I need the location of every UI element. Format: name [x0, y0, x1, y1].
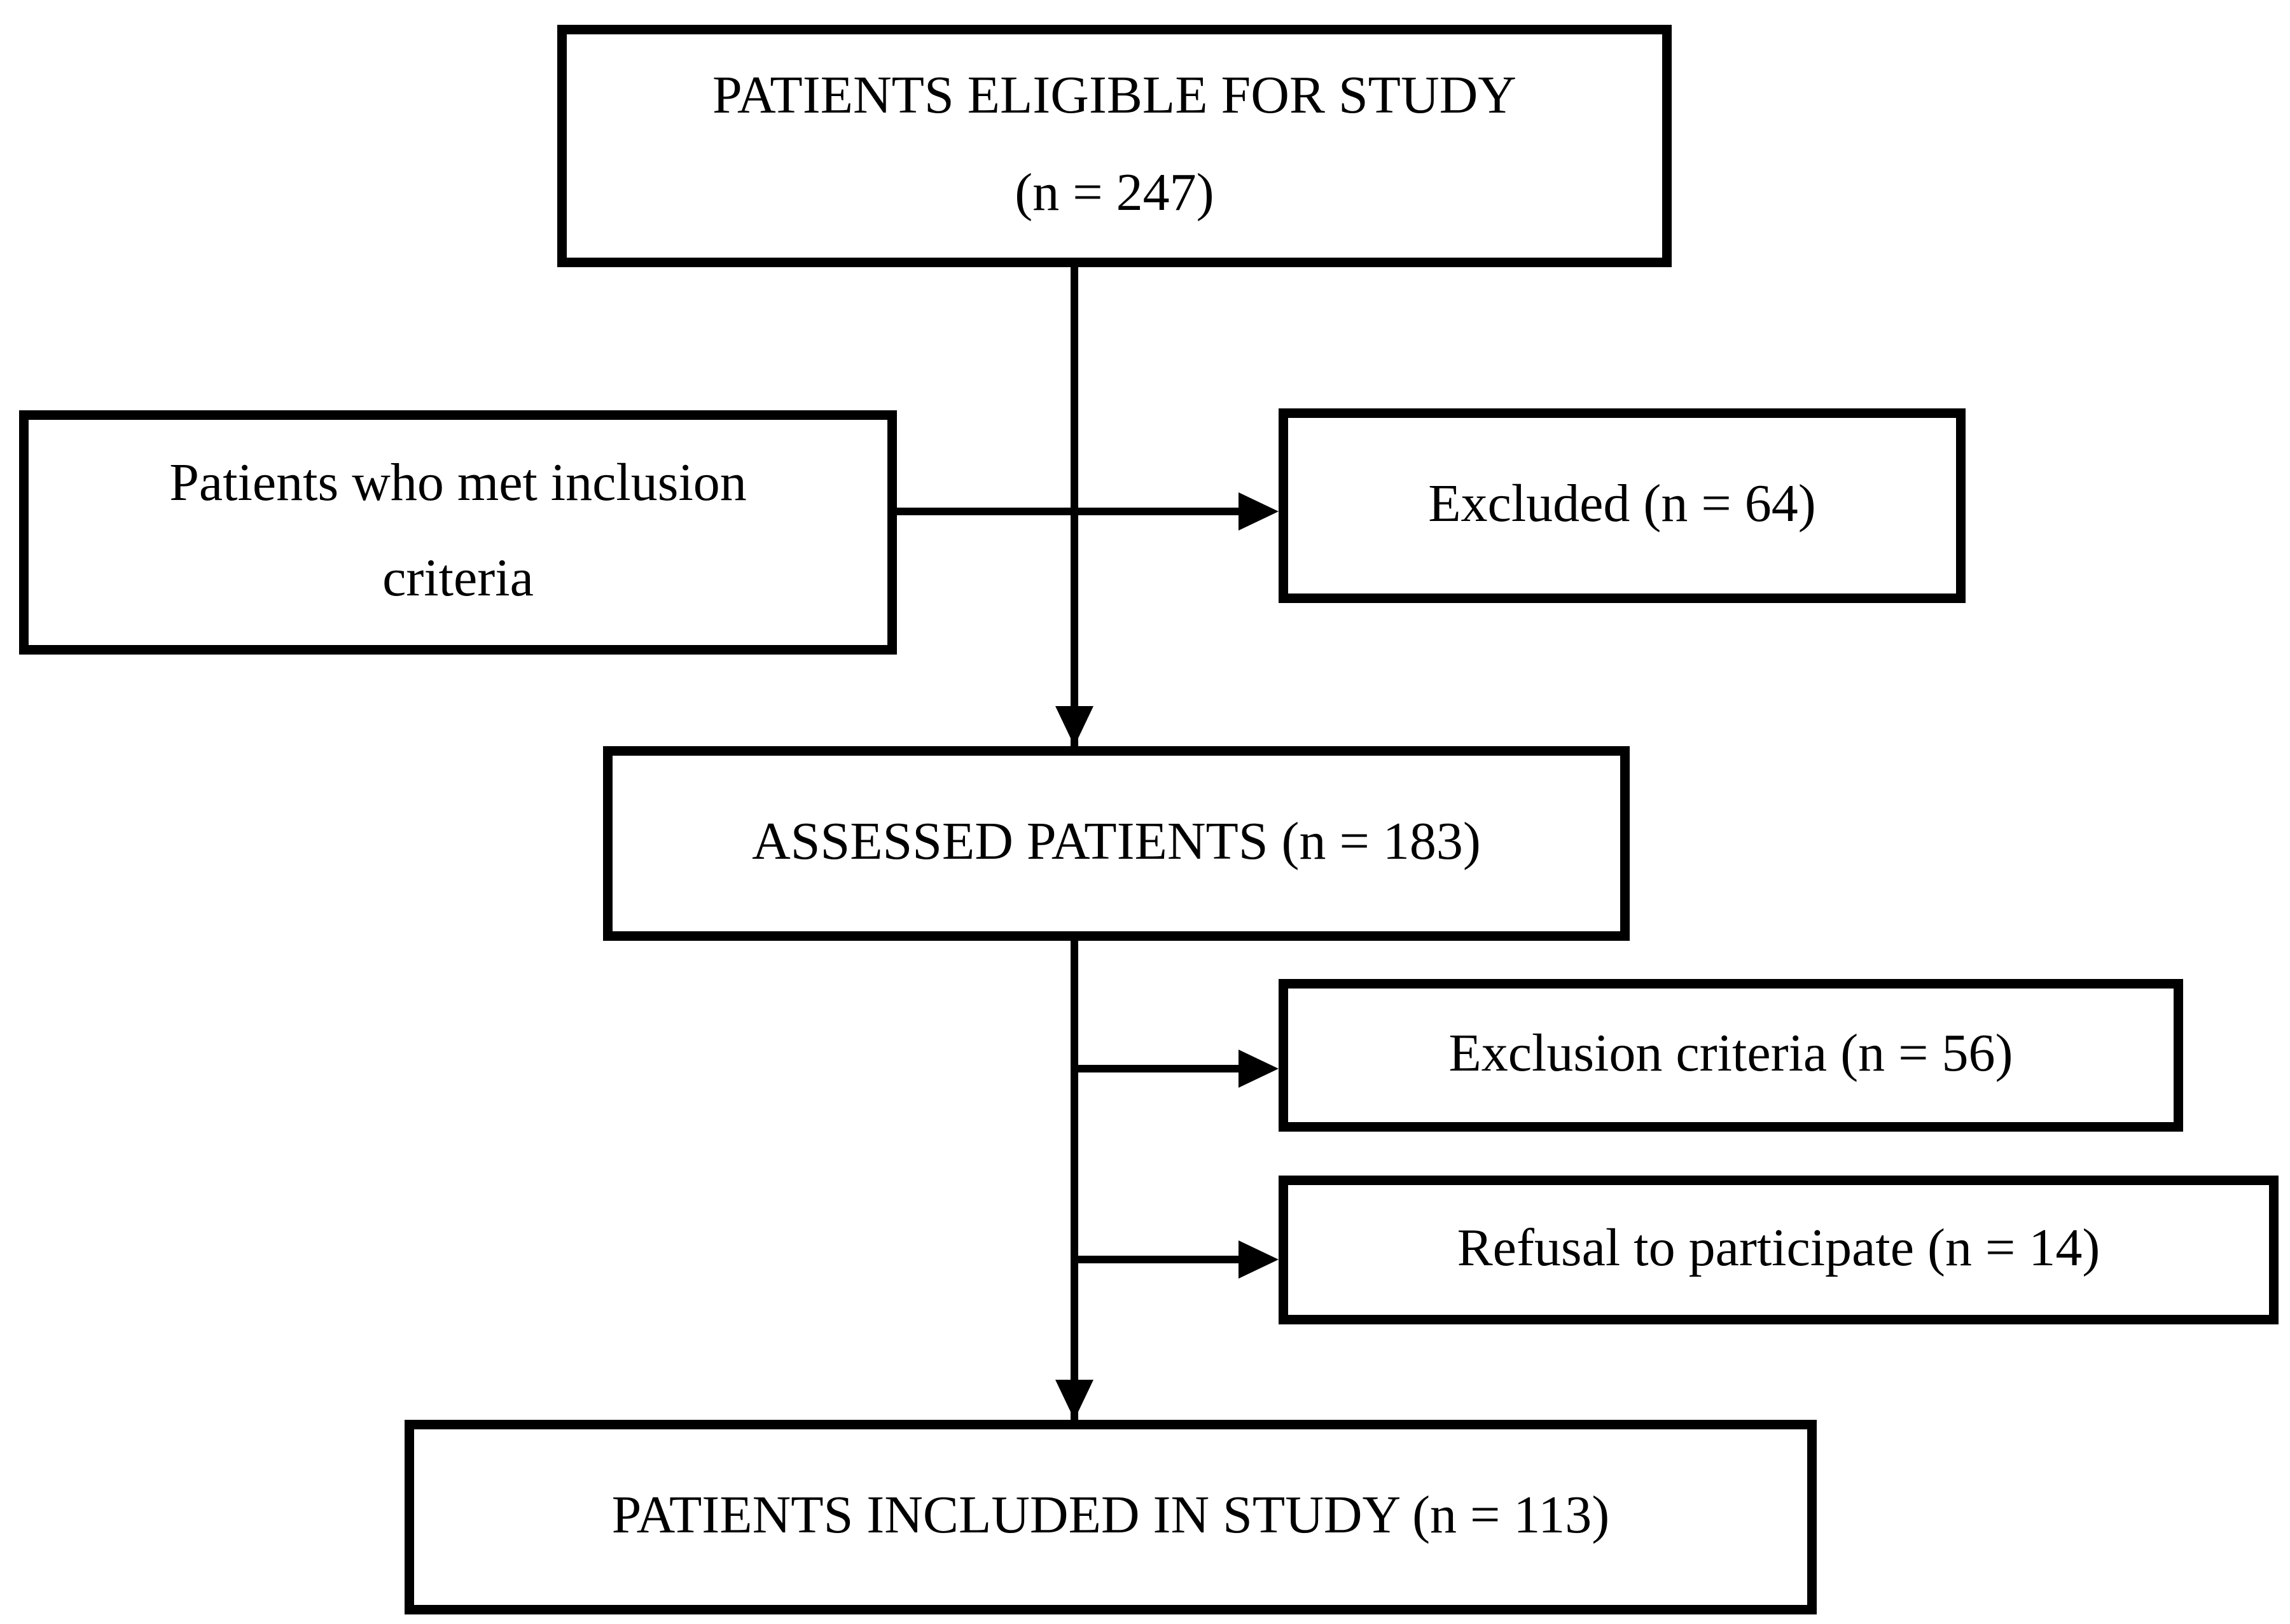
box-exclusion-criteria-label: Exclusion criteria (n = 56) — [1448, 1024, 2013, 1084]
box-inclusion-criteria-line2: criteria — [382, 550, 534, 609]
box-patients-included: PATIENTS INCLUDED IN STUDY (n = 113) — [405, 1420, 1817, 1614]
box-excluded-label: Excluded (n = 64) — [1428, 475, 1816, 534]
arrowhead-down-included-icon — [1055, 1380, 1093, 1420]
arrowhead-right-refusal-icon — [1239, 1240, 1279, 1279]
box-exclusion-criteria: Exclusion criteria (n = 56) — [1279, 979, 2183, 1132]
arrowhead-right-excluded-icon — [1239, 492, 1279, 531]
box-patients-eligible-title: PATIENTS ELIGIBLE FOR STUDY — [712, 67, 1516, 127]
box-assessed-patients: ASSESSED PATIENTS (n = 183) — [603, 746, 1630, 941]
arrowhead-down-assessed-icon — [1055, 706, 1093, 746]
box-patients-eligible-count: (n = 247) — [1015, 163, 1214, 223]
connector-assessed-to-included — [1071, 941, 1078, 1420]
box-refusal-to-participate: Refusal to participate (n = 14) — [1279, 1176, 2279, 1324]
box-refusal-to-participate-label: Refusal to participate (n = 14) — [1457, 1219, 2100, 1279]
arrowhead-right-exclusion-criteria-icon — [1239, 1050, 1279, 1088]
connector-eligible-to-assessed — [1071, 267, 1078, 746]
box-inclusion-criteria-line1: Patients who met inclusion — [169, 453, 747, 513]
box-inclusion-criteria: Patients who met inclusion criteria — [19, 410, 897, 655]
box-assessed-patients-label: ASSESSED PATIENTS (n = 183) — [752, 812, 1481, 872]
box-patients-eligible: PATIENTS ELIGIBLE FOR STUDY (n = 247) — [557, 25, 1672, 267]
connector-branch-refusal — [1074, 1256, 1242, 1263]
connector-inclusion-to-excluded — [897, 508, 1244, 515]
connector-branch-exclusion-criteria — [1074, 1065, 1242, 1072]
box-excluded: Excluded (n = 64) — [1279, 408, 1966, 603]
box-patients-included-label: PATIENTS INCLUDED IN STUDY (n = 113) — [611, 1486, 1610, 1546]
